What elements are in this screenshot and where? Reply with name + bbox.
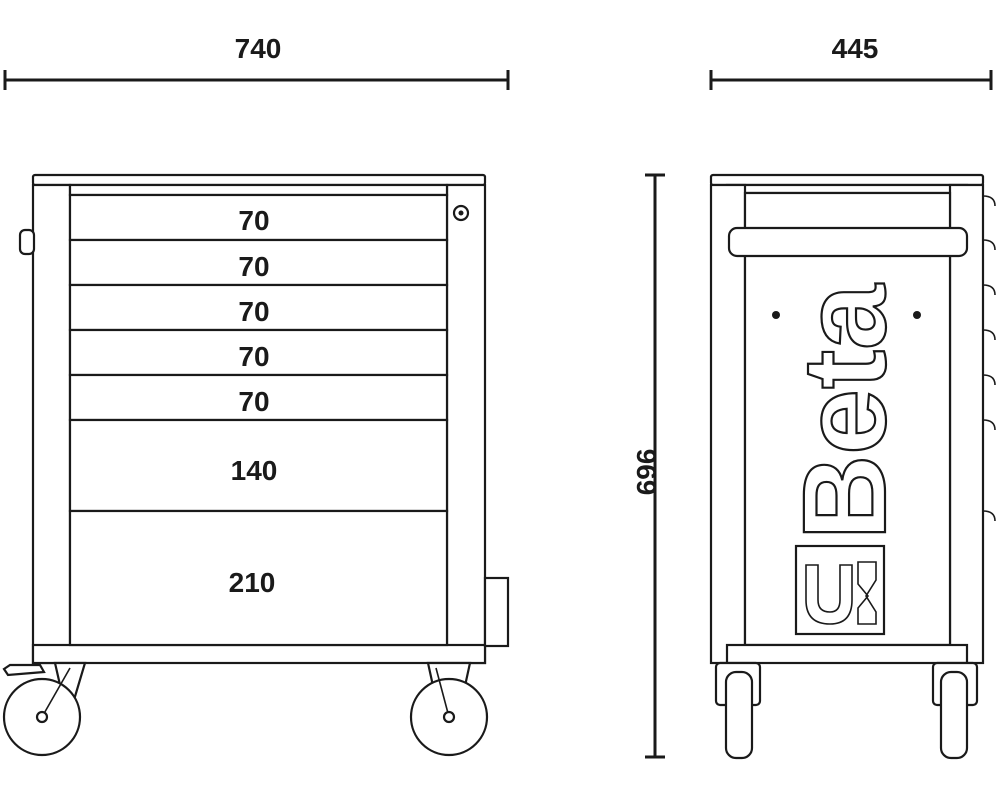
drawer-4 xyxy=(68,328,449,377)
front-right-post xyxy=(445,183,487,665)
drawer-stack: 70 70 70 70 70 140 210 xyxy=(68,193,449,647)
depth-dimension: 445 xyxy=(709,33,993,90)
drawer-7 xyxy=(68,509,449,647)
front-side-bracket xyxy=(483,576,510,648)
front-left-caster xyxy=(2,661,87,757)
width-dimension: 740 xyxy=(3,33,510,90)
rivet-left xyxy=(772,311,780,319)
width-label: 740 xyxy=(235,33,282,64)
depth-label: 445 xyxy=(832,33,879,64)
side-left-caster xyxy=(714,661,762,760)
rivet-right xyxy=(913,311,921,319)
side-right-post xyxy=(948,183,985,665)
drawer-4-label: 70 xyxy=(238,341,269,372)
height-dimension: 969 xyxy=(631,173,665,759)
side-top-lip xyxy=(725,183,969,195)
side-bottom-rail xyxy=(725,643,969,665)
drawer-2-label: 70 xyxy=(238,251,269,282)
side-view: Beta xyxy=(709,173,996,760)
brand-emblem-icon xyxy=(794,544,886,636)
front-left-post xyxy=(31,183,72,665)
side-drawer-pulls xyxy=(982,195,996,522)
height-label: 969 xyxy=(631,449,662,496)
front-bottom-rail xyxy=(31,643,487,665)
drawer-3-label: 70 xyxy=(238,296,269,327)
drawer-1 xyxy=(68,193,449,242)
side-right-caster xyxy=(931,661,979,760)
brand-logo-text: Beta xyxy=(779,283,911,540)
front-top-plate xyxy=(31,173,487,187)
drawer-1-label: 70 xyxy=(238,205,269,236)
front-right-caster xyxy=(409,661,489,757)
front-view: 70 70 70 70 70 140 210 xyxy=(2,173,510,757)
side-top-plate xyxy=(709,173,985,187)
side-left-post xyxy=(709,183,747,665)
brake-pedal xyxy=(2,663,46,677)
front-side-handle xyxy=(18,228,36,256)
side-handle-bar xyxy=(727,226,969,258)
drawer-5-label: 70 xyxy=(238,386,269,417)
drawer-6-label: 140 xyxy=(231,455,278,486)
drawer-7-label: 210 xyxy=(229,567,276,598)
front-top-strip xyxy=(68,183,449,197)
drawer-2 xyxy=(68,238,449,287)
